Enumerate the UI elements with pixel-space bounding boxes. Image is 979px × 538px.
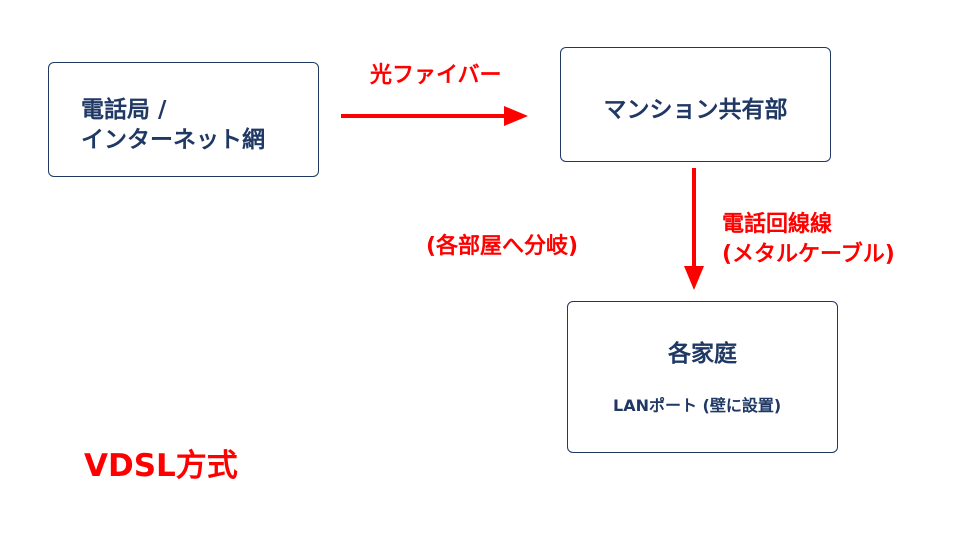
node-each-home-title: 各家庭: [668, 341, 737, 367]
edge-label-phone-line-2: (メタルケーブル): [722, 242, 895, 267]
node-apartment-common-area-label: マンション共有部: [603, 97, 788, 123]
node-each-home-subtitle: LANポート (壁に設置): [613, 396, 782, 415]
edge-label-phone-line-1: 電話回線線: [722, 212, 833, 237]
edge-label-phone-line: 電話回線線 (メタルケーブル): [722, 210, 895, 270]
line-arrow-head: [684, 266, 704, 290]
node-telephone-exchange-line1: 電話局 /: [81, 97, 167, 123]
node-apartment-common-area: マンション共有部: [560, 47, 831, 162]
node-telephone-exchange-label: 電話局 / インターネット網: [81, 95, 265, 155]
node-each-home: 各家庭 LANポート (壁に設置): [567, 301, 838, 453]
node-telephone-exchange: 電話局 / インターネット網: [48, 62, 319, 177]
edge-label-fiber: 光ファイバー: [370, 63, 502, 88]
fiber-arrow-head: [504, 106, 528, 126]
node-telephone-exchange-line2: インターネット網: [81, 127, 265, 153]
edge-label-branch: (各部屋へ分岐): [426, 234, 579, 259]
method-title: VDSL方式: [84, 448, 238, 484]
